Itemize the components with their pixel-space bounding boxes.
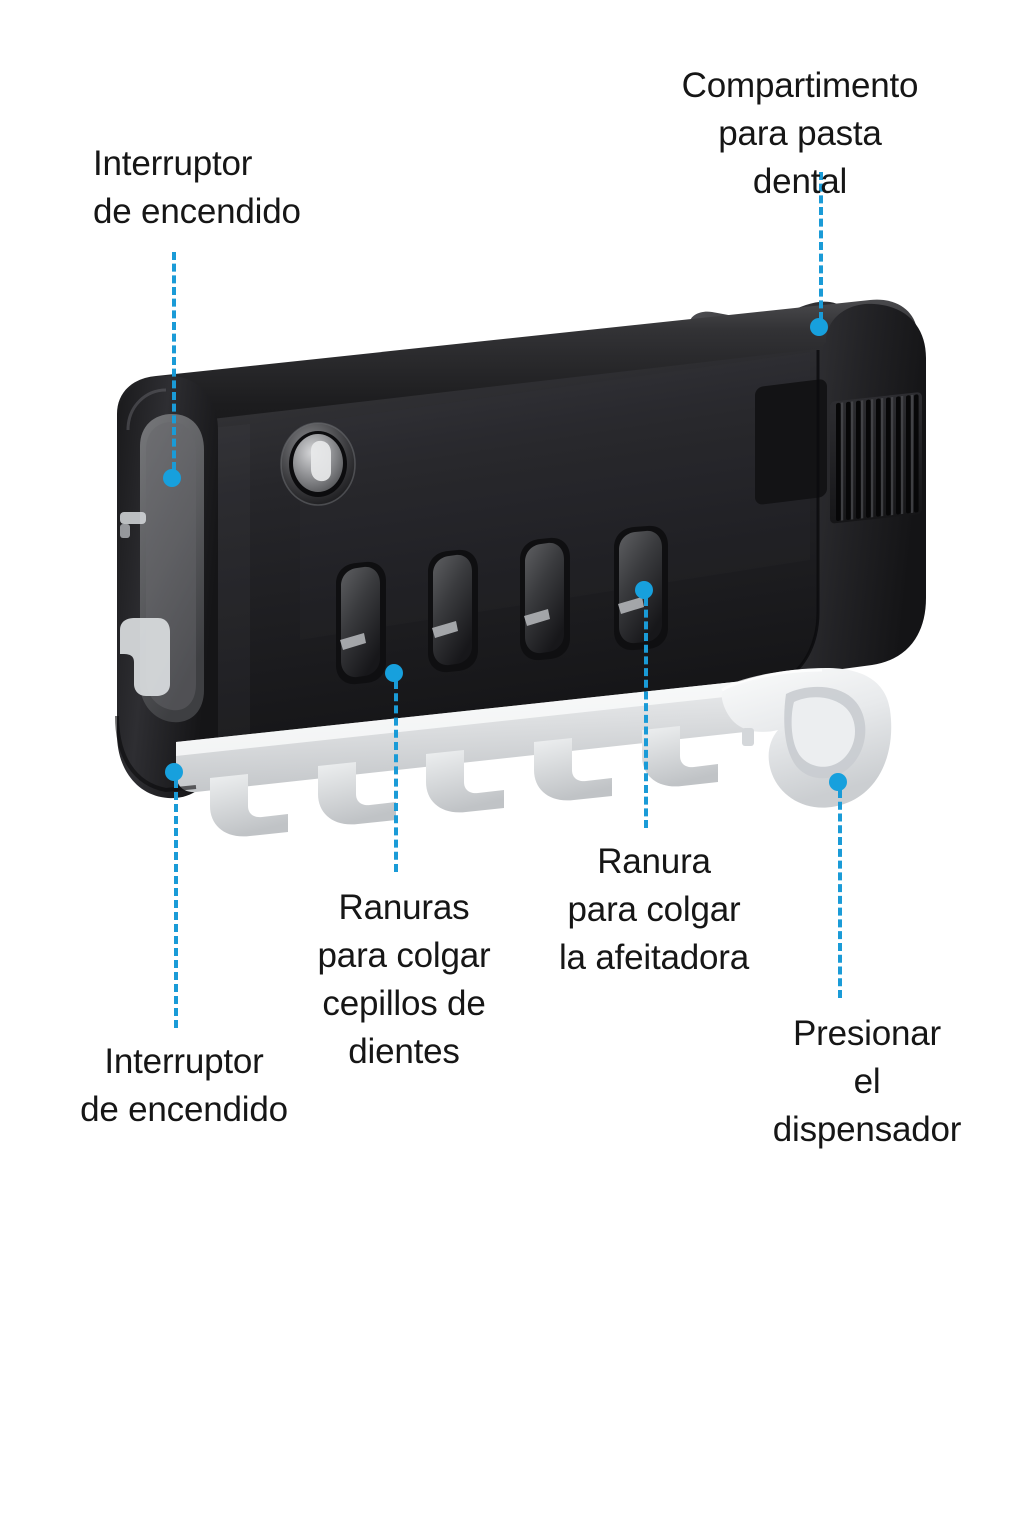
dispenser-lever[interactable]: [721, 668, 892, 808]
inner-hook: [120, 618, 170, 696]
dot-razor-slot: [635, 581, 653, 599]
callout-power-switch-bottom: Interruptor de encendido: [80, 1042, 288, 1129]
leader-power-switch-bottom: [174, 780, 178, 1028]
leader-razor-slot: [644, 598, 648, 828]
brush-slots[interactable]: [336, 525, 668, 685]
dot-power-switch-top: [163, 469, 181, 487]
callout-razor-slot: Ranura para colgar la afeitadora: [558, 842, 750, 977]
callout-press-dispenser: Presionar el dispensador: [772, 1014, 962, 1149]
power-button[interactable]: [280, 422, 356, 506]
callout-toothbrush-slots: Ranuras para colgar cepillos de dientes: [317, 888, 491, 1071]
dot-power-switch-bottom: [165, 763, 183, 781]
leader-press-dispenser: [838, 790, 842, 998]
dot-toothbrush-slots: [385, 664, 403, 682]
leader-power-switch-top: [172, 252, 176, 470]
hooks-group: [210, 726, 718, 837]
leader-toothbrush-slots: [394, 681, 398, 872]
vent-grille: [830, 392, 922, 524]
leader-toothpaste-compartment: [819, 172, 823, 320]
callout-power-switch-top: Interruptor de encendido: [93, 144, 301, 231]
callout-toothpaste-compartment: Compartimento para pasta dental: [681, 66, 919, 201]
dark-panel: [755, 379, 827, 505]
hook-rail: [176, 676, 790, 793]
dot-toothpaste-compartment: [810, 318, 828, 336]
dot-press-dispenser: [829, 773, 847, 791]
